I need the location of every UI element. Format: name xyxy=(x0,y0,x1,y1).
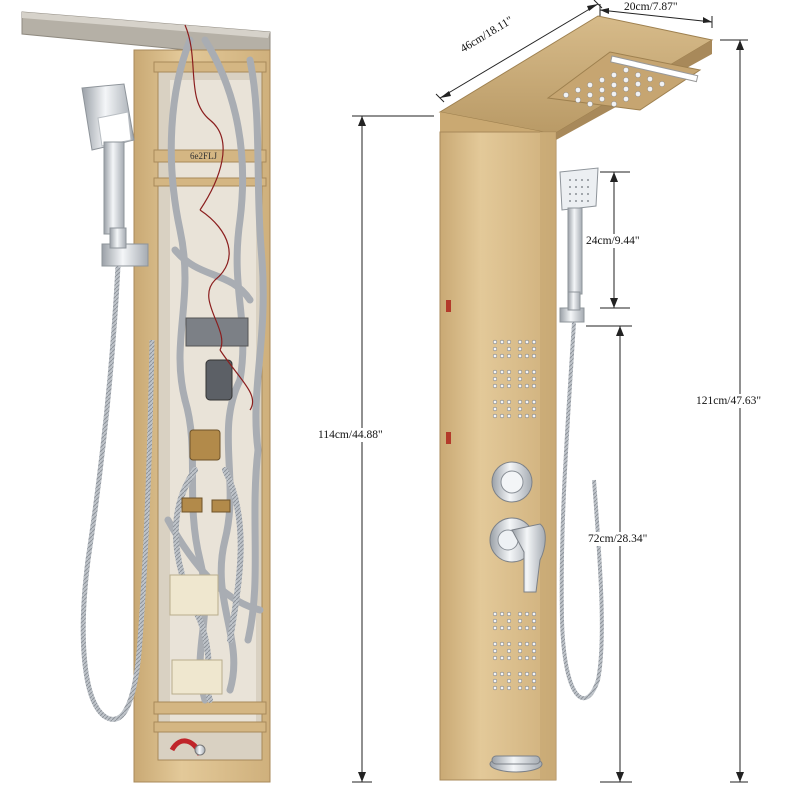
handheld-handle[interactable] xyxy=(567,207,583,295)
control-box xyxy=(169,574,219,616)
waterfall-slot xyxy=(610,55,699,83)
dimension-arrows xyxy=(358,4,744,782)
cross-brace xyxy=(153,177,267,187)
led-indicator xyxy=(446,432,451,444)
left-handheld-shower xyxy=(80,83,155,722)
cross-brace xyxy=(153,701,267,715)
mixing-valve xyxy=(205,359,233,401)
diverter-valve xyxy=(189,429,221,461)
upper-body-jets xyxy=(492,339,537,419)
panel-column xyxy=(439,131,557,781)
handheld-handle xyxy=(103,141,125,235)
front-panel-view xyxy=(438,15,714,781)
panel-sticker-text: 6e2FLJ xyxy=(190,151,217,161)
open-panel-back-view: 6e2FLJ xyxy=(21,11,271,783)
led-wires xyxy=(184,24,254,411)
body-height-label: 114cm/44.88" xyxy=(318,428,383,442)
mixer-lever[interactable] xyxy=(511,523,546,593)
rain-nozzles xyxy=(563,67,665,107)
control-box xyxy=(171,659,223,695)
handheld-height-label: 24cm/9.44" xyxy=(586,234,640,248)
brass-fitting xyxy=(211,499,231,513)
depth-dimension-label: 20cm/7.87" xyxy=(624,1,678,13)
led-indicator xyxy=(446,300,451,312)
cross-brace xyxy=(153,61,267,73)
handheld-head[interactable] xyxy=(559,167,599,211)
handheld-hose xyxy=(80,265,155,722)
dimension-lines xyxy=(352,0,748,783)
handheld-hose xyxy=(559,321,604,701)
right-handheld-shower xyxy=(559,167,604,701)
cross-brace xyxy=(153,149,267,163)
hose-drop-label: 72cm/28.34" xyxy=(588,532,648,546)
cross-brace xyxy=(153,721,267,733)
diverter-knob[interactable] xyxy=(500,470,524,494)
brass-fitting xyxy=(181,497,203,513)
rain-head-front xyxy=(440,112,554,134)
total-height-label: 121cm/47.63" xyxy=(696,394,762,408)
